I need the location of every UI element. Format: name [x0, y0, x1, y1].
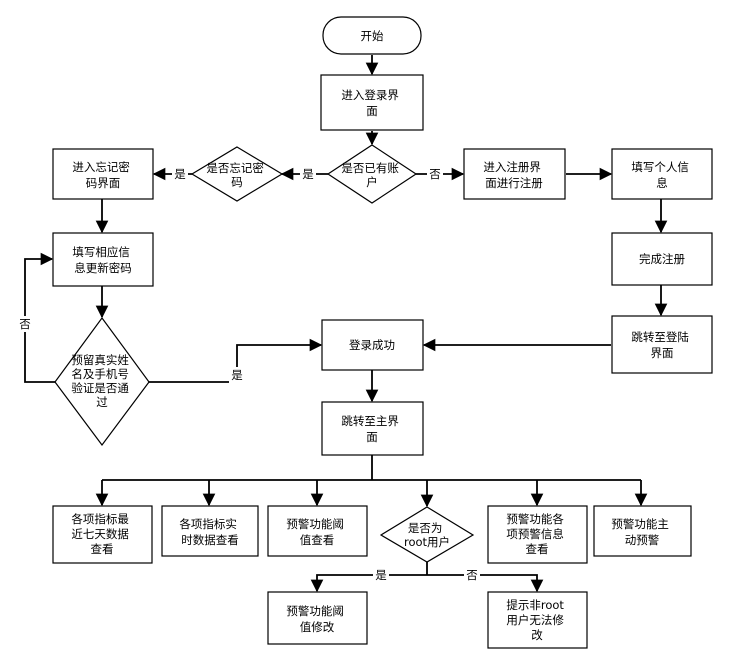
node-register-done-text: 完成注册	[639, 252, 685, 266]
edge-main-bus	[102, 455, 641, 481]
node-start: 开始	[322, 16, 422, 55]
edge-labels: 是 是 否 否 是 是 否	[17, 166, 480, 583]
node-modify: 预警功能阈 值修改	[267, 591, 368, 645]
node-login-ok: 登录成功	[321, 319, 424, 371]
edge-label-yes-verify: 是	[231, 368, 243, 382]
node-fill-reset: 填写相应信 息更新密码	[52, 232, 154, 287]
edges	[24, 55, 668, 593]
edge-label-no-is-root: 否	[466, 568, 478, 582]
node-f6: 预警功能主 动预警	[593, 505, 692, 557]
node-modify-text: 预警功能阈 值修改	[286, 604, 347, 634]
node-is-root-text: 是否为 root用户	[404, 521, 450, 549]
node-forgot-page: 进入忘记密 码界面	[52, 148, 154, 200]
node-f2-text: 各项指标实 时数据查看	[179, 517, 240, 547]
node-main-page-text: 跳转至主界 面	[341, 414, 402, 444]
node-register-page: 进入注册界 面进行注册	[463, 148, 566, 200]
node-f5-text: 预警功能各 项预警信息 查看	[506, 512, 567, 556]
node-verify-text: 预留真实姓 名及手机号 验证是否通 过	[71, 353, 132, 409]
node-register-page-text: 进入注册界 面进行注册	[483, 160, 544, 190]
node-has-account: 是否已有账 户	[326, 144, 418, 204]
edge-label-yes-forgot: 是	[174, 167, 186, 181]
node-f6-text: 预警功能主 动预警	[611, 517, 672, 547]
edge-label-yes-is-root: 是	[375, 568, 387, 582]
node-login-ok-text: 登录成功	[349, 338, 395, 352]
node-verify: 预留真实姓 名及手机号 验证是否通 过	[54, 316, 150, 447]
node-fill-info: 填写个人信 息	[611, 148, 713, 200]
node-is-root: 是否为 root用户	[379, 506, 475, 563]
node-login: 进入登录界 面	[320, 74, 424, 131]
edge-verify-login-ok-yes	[149, 338, 323, 383]
node-fill-reset-text: 填写相应信 息更新密码	[72, 245, 133, 275]
node-to-login-text: 跳转至登陆 界面	[631, 330, 692, 360]
node-start-text: 开始	[361, 29, 384, 43]
node-forgot: 是否忘记密 码	[190, 146, 284, 202]
edge-is-root-no-modify-no	[427, 574, 544, 593]
node-f1-text: 各项指标最 近七天数据 查看	[71, 512, 132, 556]
edge-label-no-verify: 否	[19, 317, 31, 331]
node-has-account-text: 是否已有账 户	[341, 161, 402, 189]
edge-label-no-has-account: 否	[429, 167, 441, 181]
edge-is-root-modify-yes	[310, 574, 427, 593]
node-forgot-text: 是否忘记密 码	[206, 161, 267, 189]
edge-label-yes-has-account: 是	[302, 167, 314, 181]
node-f1: 各项指标最 近七天数据 查看	[52, 505, 153, 564]
node-f5: 预警功能各 项预警信息 查看	[487, 505, 588, 564]
node-forgot-page-text: 进入忘记密 码界面	[72, 160, 133, 190]
node-to-login: 跳转至登陆 界面	[611, 315, 713, 374]
node-no-modify-text: 提示非root 用户无法修 改	[506, 598, 567, 642]
node-fill-info-text: 填写个人信 息	[631, 160, 692, 190]
node-register-done: 完成注册	[611, 232, 713, 286]
node-f2: 各项指标实 时数据查看	[161, 505, 259, 557]
node-login-text: 进入登录界 面	[341, 88, 402, 118]
node-no-modify: 提示非root 用户无法修 改	[487, 591, 588, 649]
node-f3-text: 预警功能阈 值查看	[286, 517, 347, 547]
node-main-page: 跳转至主界 面	[321, 401, 424, 456]
node-f3: 预警功能阈 值查看	[267, 505, 368, 557]
